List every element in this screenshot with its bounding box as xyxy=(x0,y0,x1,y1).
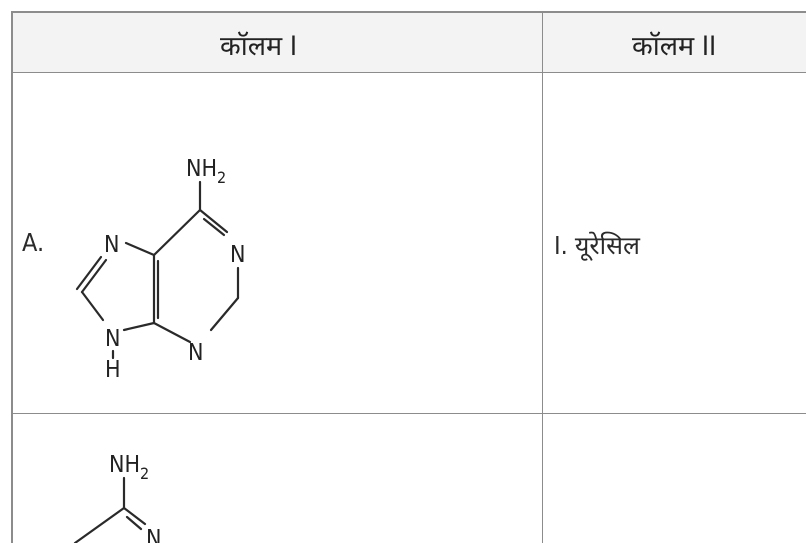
header-cell-column-2 xyxy=(543,12,806,72)
atom-n7: N xyxy=(104,232,119,258)
adenine-atom-labels: NH2 N N N N H xyxy=(104,156,245,383)
table-border-top xyxy=(11,11,806,13)
column-2-header: कॉलम II xyxy=(632,31,717,62)
adenine-bonds xyxy=(75,180,240,360)
second-structure-labels: NH2 N xyxy=(109,452,161,543)
row-divider xyxy=(11,413,806,414)
second-structure-bonds xyxy=(73,476,147,543)
header-divider xyxy=(11,72,806,73)
column-1-header: कॉलम I xyxy=(220,31,298,62)
column-2-answer: I. यूरेसिल xyxy=(554,231,640,260)
atom-n-2: N xyxy=(146,526,161,543)
amino-group-label-2: NH2 xyxy=(109,452,149,483)
header-cell-column-1 xyxy=(12,12,542,72)
amino-group-label: NH2 xyxy=(186,156,226,187)
column-divider xyxy=(542,11,543,543)
atom-n1: N xyxy=(230,242,245,268)
row-label: A. xyxy=(22,228,45,257)
atom-n3: N xyxy=(188,340,203,366)
atom-h: H xyxy=(105,357,121,383)
atom-n9: N xyxy=(105,326,120,352)
table-border-left xyxy=(11,11,13,543)
